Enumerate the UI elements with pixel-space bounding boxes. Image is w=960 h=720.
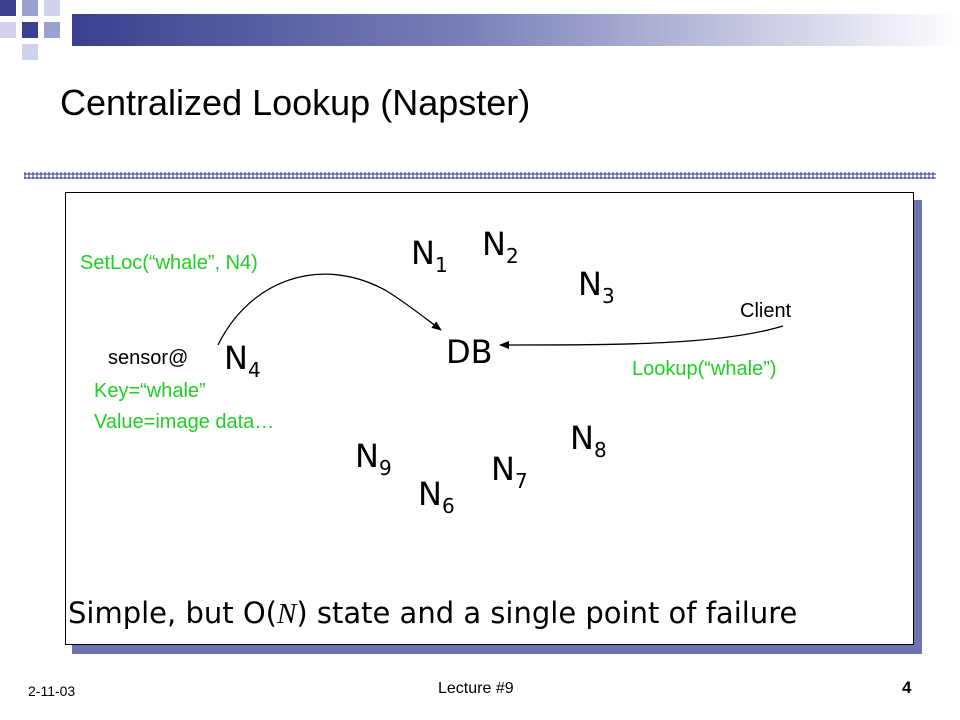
- deco-square: [44, 22, 60, 38]
- node-n1: N1: [411, 234, 448, 277]
- setloc-label: SetLoc(“whale”, N4): [80, 252, 258, 274]
- node-n7: N7: [491, 450, 528, 493]
- footer-lecture: Lecture #9: [438, 680, 514, 697]
- title-divider: [24, 172, 936, 179]
- setloc-arrow: [217, 273, 442, 346]
- deco-square: [0, 0, 16, 16]
- node-n4: N4: [224, 339, 261, 382]
- deco-square: [22, 0, 38, 16]
- node-n9: N9: [355, 437, 392, 480]
- page-number: 4: [902, 678, 912, 697]
- sensor-label: sensor@: [108, 347, 189, 369]
- deco-square: [22, 22, 38, 38]
- node-n3: N3: [578, 265, 615, 308]
- deco-square: [22, 44, 38, 60]
- content-box: [65, 192, 914, 645]
- lookup-arrow: [499, 325, 784, 349]
- db-label: DB: [446, 333, 493, 371]
- footer-date: 2-11-03: [28, 683, 76, 699]
- header-band: [0, 0, 960, 60]
- client-label: Client: [740, 300, 792, 322]
- header-gradient-bar: [72, 14, 960, 46]
- slide-title: Centralized Lookup (Napster): [60, 82, 531, 123]
- slide-caption: Simple, but O(N) state and a single poin…: [68, 596, 798, 630]
- node-n6: N6: [418, 475, 455, 518]
- key-label: Key=“whale”: [94, 380, 206, 402]
- value-label: Value=image data…: [94, 411, 275, 433]
- node-n8: N8: [570, 419, 607, 462]
- node-n2: N2: [482, 225, 519, 268]
- deco-square: [44, 0, 60, 16]
- lookup-label: Lookup(“whale”): [632, 358, 777, 380]
- deco-square: [0, 22, 16, 38]
